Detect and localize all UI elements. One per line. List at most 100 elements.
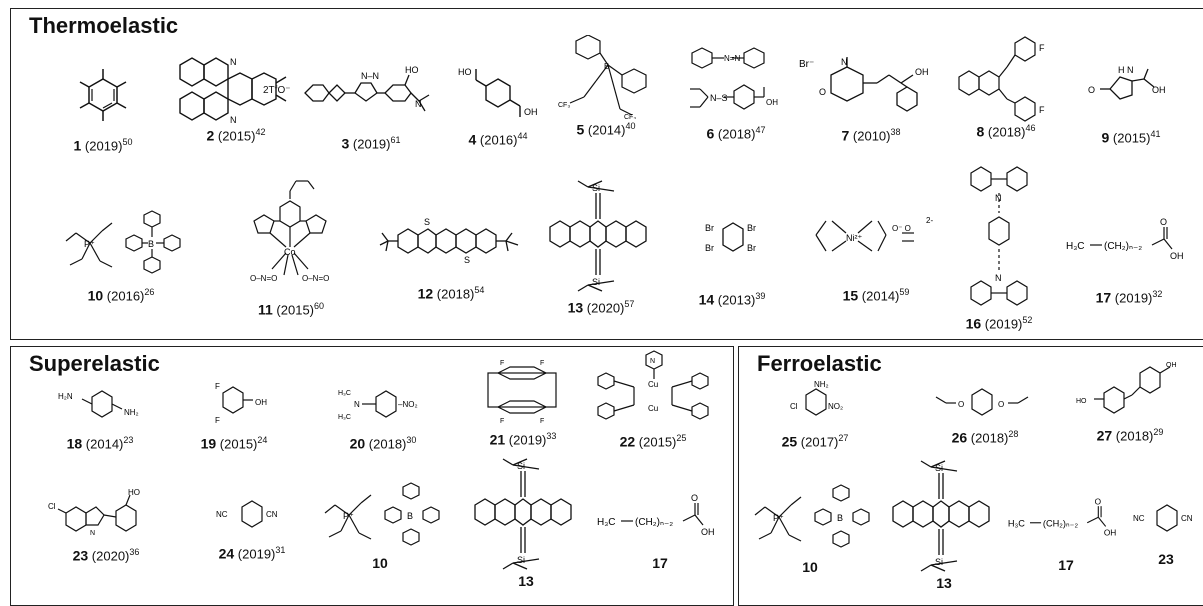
structure-terephthalonitrile: NC CN	[216, 500, 278, 528]
compound-13-repeat: Si Si 13	[879, 459, 1009, 591]
svg-text:B: B	[407, 511, 413, 521]
structure-tetrabromobenzene: Br Br Br Br	[705, 222, 756, 253]
compound-label: 17 (2019)32	[1095, 289, 1163, 306]
svg-text:O: O	[958, 400, 964, 409]
compound-label: 6 (2018)47	[706, 125, 766, 142]
structure-phosphonium-borate: P⁺ B	[324, 482, 440, 546]
structure-azopyridine-probenecid: N=N N–S OH	[690, 47, 778, 110]
svg-text:Cl: Cl	[48, 502, 56, 511]
svg-text:O: O	[1095, 496, 1102, 506]
compound-8: F F 8 (2018)46	[946, 33, 1066, 139]
svg-text:F: F	[500, 418, 504, 425]
svg-text:OH: OH	[701, 527, 715, 537]
compound-label: 17	[652, 555, 668, 571]
svg-text:N–N: N–N	[361, 71, 379, 81]
compound-5: B CF₃ CF₃ 5 (2014)40	[551, 35, 661, 137]
compound-label: 3 (2019)61	[341, 135, 401, 152]
compound-label: 22 (2015)25	[619, 433, 687, 450]
compound-10: P⁺ B 10 (2016)26	[51, 203, 191, 303]
compound-24: NC CN 24 (2019)31	[197, 493, 307, 561]
compound-label: 21 (2019)33	[489, 431, 557, 448]
svg-text:2-: 2-	[926, 216, 933, 225]
structure-cobalt-complex: Co O–N=O O–N=O	[250, 180, 329, 283]
structure-fatty-acid: H₃C (CH₂)ₙ₋₂ O OH	[1008, 496, 1116, 537]
svg-text:P⁺: P⁺	[84, 239, 95, 249]
svg-text:Cu: Cu	[648, 404, 658, 413]
svg-text:Si: Si	[517, 555, 525, 565]
compound-12: S S 12 (2018)54	[371, 209, 531, 301]
svg-text:O: O	[998, 400, 1004, 409]
svg-text:O: O	[1088, 85, 1095, 95]
svg-text:OH: OH	[1152, 85, 1166, 95]
svg-text:H₂N: H₂N	[58, 392, 73, 401]
compound-3: N–N HO N 3 (2019)61	[296, 61, 446, 151]
structure-copper-paddlewheel: Cu Cu N	[597, 350, 709, 420]
svg-text:B: B	[148, 239, 154, 249]
svg-text:OH: OH	[1166, 362, 1177, 369]
counterion-label: 2TfO⁻	[263, 85, 291, 96]
svg-text:H₃C: H₃C	[338, 414, 351, 421]
structure-chloronitroaniline: NH₂ Cl NO₂	[790, 380, 843, 416]
compound-18: H₂N NH₂ 18 (2014)23	[45, 385, 155, 451]
structure-carbazole-dabco: N N	[970, 166, 1028, 306]
svg-text:B: B	[837, 513, 843, 523]
svg-text:NO₂: NO₂	[828, 402, 843, 411]
compound-label: 26 (2018)28	[951, 429, 1019, 446]
compound-10-repeat: P⁺ B 10	[745, 477, 875, 575]
svg-text:CN: CN	[266, 510, 278, 519]
structure-tips-pentacene: Si Si	[892, 460, 990, 572]
svg-text:O: O	[1160, 217, 1167, 227]
compound-label: 23 (2020)36	[72, 547, 140, 564]
structure-oxydibenzoic-acid: OH HO	[1076, 362, 1177, 414]
compound-label: 18 (2014)23	[66, 435, 134, 452]
compound-11: Co O–N=O O–N=O 11 (2015)60	[221, 177, 361, 317]
compound-10-repeat: P⁺ B 10	[315, 475, 445, 571]
compound-label: 7 (2010)38	[841, 127, 901, 144]
compound-23-repeat: NC CN 23	[1131, 497, 1201, 567]
compound-13: Si Si 13 (2020)57	[531, 179, 671, 315]
svg-text:N: N	[650, 358, 655, 365]
svg-text:S: S	[424, 217, 430, 227]
svg-text:Si: Si	[935, 557, 943, 567]
svg-text:F: F	[540, 418, 544, 425]
structure-terephthalamide: H₂N NH₂	[58, 390, 139, 418]
compound-label: 10	[372, 555, 388, 571]
compound-label: 2 (2015)42	[206, 127, 266, 144]
svg-text:Si: Si	[517, 461, 525, 471]
svg-text:N: N	[415, 99, 422, 109]
svg-text:S: S	[464, 255, 470, 265]
compound-label: 14 (2013)39	[698, 291, 766, 308]
compound-label: 20 (2018)30	[349, 435, 417, 452]
structure-fluoro-cyclophane: F F F F	[487, 360, 557, 425]
compound-label: 13	[518, 573, 534, 589]
compound-16: N N 16 (2019)52	[929, 163, 1069, 331]
compound-label: 17	[1058, 557, 1074, 573]
svg-text:O: O	[819, 87, 826, 97]
svg-text:Cu: Cu	[648, 380, 658, 389]
compound-label: 13	[936, 575, 952, 591]
structure-benzothiazole-oxadiazole: N–N HO N	[304, 65, 430, 112]
compound-13-repeat: Si Si 13	[461, 457, 591, 589]
compound-label: 1 (2019)50	[73, 137, 133, 154]
compound-label: 5 (2014)40	[576, 121, 636, 138]
svg-text:OH: OH	[766, 98, 778, 107]
compound-15: Ni²⁺ O⁻ O 2- 15 (2014)59	[801, 203, 951, 303]
svg-text:H₃C: H₃C	[1008, 518, 1025, 528]
compound-17-repeat: H₃C (CH₂)ₙ₋₂ O OH 17	[595, 491, 725, 571]
svg-text:P⁺: P⁺	[343, 511, 354, 521]
compound-label: 12 (2018)54	[417, 285, 485, 302]
svg-text:H₃C: H₃C	[1066, 241, 1085, 252]
svg-text:F: F	[540, 360, 544, 367]
svg-text:O: O	[691, 493, 698, 503]
compound-label: 13 (2020)57	[567, 299, 635, 316]
svg-text:H₃C: H₃C	[597, 517, 616, 528]
structure-imidazopyridine-phenol: Cl HO N	[48, 488, 140, 537]
svg-text:N: N	[841, 57, 848, 67]
svg-text:N: N	[90, 530, 95, 537]
ferroelastic-panel: Ferroelastic NH₂ Cl NO₂ 25 (2017)27 O O …	[738, 346, 1203, 606]
superelastic-panel: Superelastic H₂N NH₂ 18 (2014)23 F F OH …	[10, 346, 734, 606]
svg-text:O–N=O: O–N=O	[302, 274, 329, 283]
svg-text:F: F	[215, 382, 220, 391]
structure-hexamethylbenzene	[79, 69, 127, 121]
svg-text:Si: Si	[592, 183, 600, 193]
